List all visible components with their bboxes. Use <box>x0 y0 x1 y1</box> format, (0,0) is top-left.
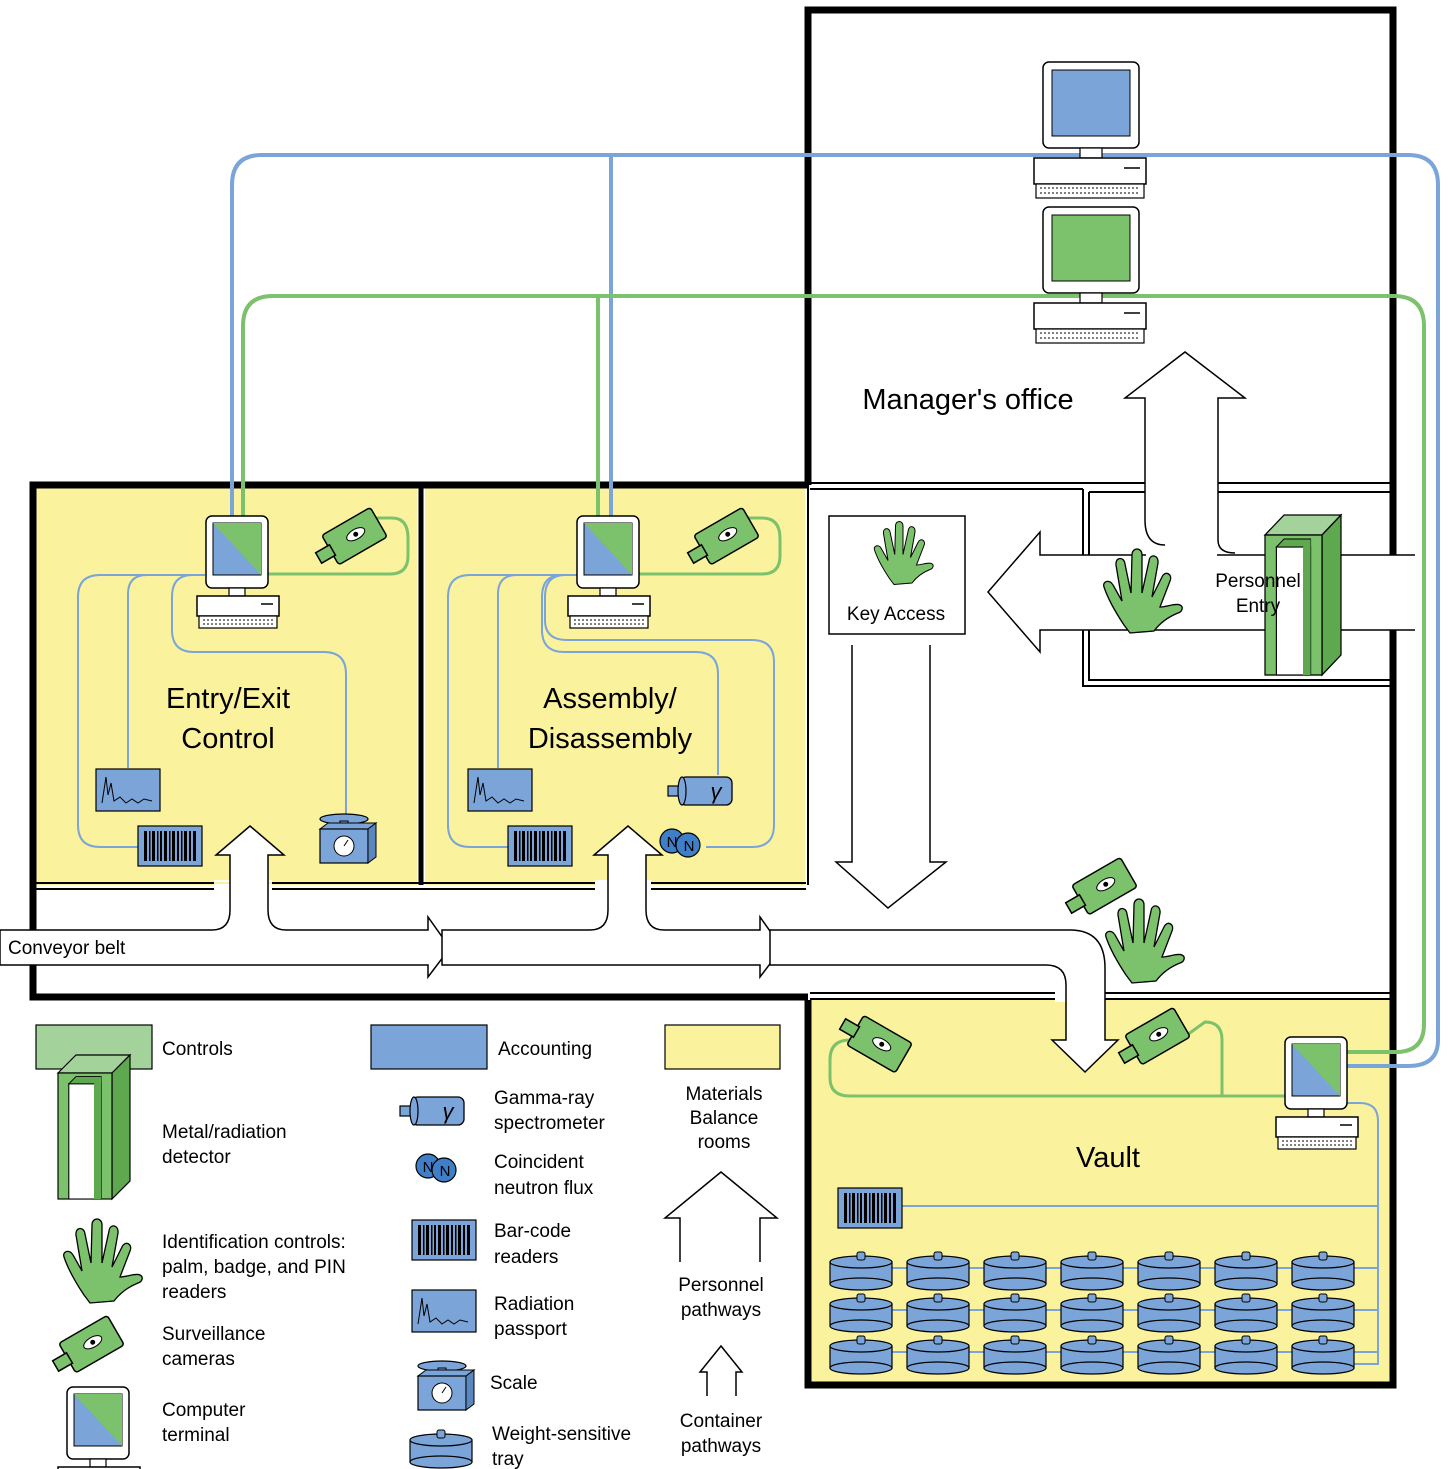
legend-ident-line3: readers <box>162 1282 226 1303</box>
personnel-entry-pathway <box>987 529 1415 655</box>
legend-tray-line2: tray <box>492 1449 524 1469</box>
conveyor-belt-label: Conveyor belt <box>8 938 126 959</box>
personnel-entry-label-line2: Entry <box>1236 596 1281 617</box>
vault-barcode-icon <box>837 1187 903 1229</box>
legend-neutron-icon: N N <box>415 1153 457 1183</box>
legend-surv-line2: cameras <box>162 1349 235 1370</box>
key-access-label: Key Access <box>847 604 945 625</box>
legend-cont-line2: pathways <box>681 1436 761 1457</box>
pathways <box>0 351 1415 1074</box>
legend-metal-line1: Metal/radiation <box>162 1122 287 1143</box>
vault-entry-camera-icon <box>1064 856 1138 916</box>
legend-hand-icon <box>63 1218 143 1304</box>
vault-entry-hand-reader-icon <box>1105 898 1185 984</box>
legend-surv-line1: Surveillance <box>162 1324 266 1345</box>
assembly-label-line2: Disassembly <box>528 723 693 755</box>
legend-ident-line1: Identification controls: <box>162 1232 346 1253</box>
svg-text:N: N <box>423 1159 434 1176</box>
conveyor-belt-segment-2 <box>441 825 783 980</box>
manager-accounting-terminal <box>1033 61 1147 199</box>
legend-accounting-label: Accounting <box>498 1039 592 1060</box>
legend-materials-balance-swatch <box>664 1024 781 1070</box>
manager-office-pathway <box>1122 351 1248 554</box>
legend-scale-label: Scale <box>490 1373 538 1394</box>
svg-text:N: N <box>440 1163 451 1180</box>
legend-ident-line2: palm, badge, and PIN <box>162 1257 346 1278</box>
legend-pers-line2: pathways <box>681 1300 761 1321</box>
conveyor-to-vault <box>769 929 1120 1074</box>
legend-controls-label: Controls <box>162 1039 233 1060</box>
legend-bar-line2: readers <box>494 1247 558 1268</box>
conveyor-belt-segment-1 <box>0 825 451 980</box>
legend-pers-line1: Personnel <box>678 1275 764 1296</box>
legend-scale-icon <box>417 1360 475 1411</box>
entry-exit-terminal <box>196 515 280 629</box>
svg-text:γ: γ <box>711 779 724 804</box>
legend-camera-icon <box>51 1314 125 1374</box>
entry-exit-barcode-icon <box>137 825 203 867</box>
legend-container-arrow <box>698 1344 744 1396</box>
assembly-label-line1: Assembly/ <box>543 683 678 715</box>
entry-exit-label-line2: Control <box>181 723 275 755</box>
vault-label: Vault <box>1076 1142 1140 1174</box>
personnel-entry-label-line1: Personnel <box>1215 571 1301 592</box>
assembly-terminal <box>567 515 651 629</box>
legend-cont-line1: Container <box>680 1411 763 1432</box>
entry-exit-label-line1: Entry/Exit <box>166 683 290 715</box>
legend-mb-line2: Balance <box>690 1108 759 1129</box>
legend-radiation-passport-icon <box>411 1289 477 1333</box>
legend-gamma-icon: γ <box>399 1096 465 1126</box>
svg-text:γ: γ <box>443 1099 456 1124</box>
svg-text:N: N <box>667 834 678 851</box>
legend-tray-icon <box>409 1429 473 1469</box>
legend-metal-line2: detector <box>162 1147 231 1168</box>
legend-comp-line2: terminal <box>162 1425 230 1446</box>
legend-neutron-line2: neutron flux <box>494 1178 594 1199</box>
assembly-radiation-passport-icon <box>467 768 533 812</box>
manager-office-label: Manager's office <box>862 384 1073 416</box>
key-access-pathway <box>834 645 949 909</box>
legend-personnel-arrow <box>662 1171 780 1262</box>
legend-comp-line1: Computer <box>162 1400 246 1421</box>
legend-mb-line1: Materials <box>685 1084 762 1105</box>
legend-computer-icon <box>57 1386 141 1469</box>
assembly-neutron-icon: N N <box>659 828 701 858</box>
legend-gamma-line2: spectrometer <box>494 1113 606 1134</box>
vault-terminal <box>1275 1036 1359 1150</box>
legend: Controls Accounting Materials Balance ro… <box>35 1024 781 1469</box>
manager-controls-terminal <box>1033 206 1147 344</box>
svg-text:N: N <box>684 838 695 855</box>
legend-rad-line2: passport <box>494 1319 568 1340</box>
legend-mb-line3: rooms <box>698 1132 751 1153</box>
vault-trays <box>829 1251 1355 1375</box>
legend-gamma-line1: Gamma-ray <box>494 1088 595 1109</box>
assembly-barcode-icon <box>507 825 573 867</box>
assembly-gamma-icon: γ <box>667 776 733 806</box>
legend-tray-line1: Weight-sensitive <box>492 1424 631 1445</box>
legend-rad-line1: Radiation <box>494 1294 574 1315</box>
legend-accounting-swatch <box>370 1024 488 1070</box>
legend-barcode-icon <box>411 1219 477 1261</box>
personnel-metal-detector <box>1264 514 1342 676</box>
legend-metal-detector-icon <box>57 1054 131 1200</box>
entry-exit-radiation-passport-icon <box>95 768 161 812</box>
legend-neutron-line1: Coincident <box>494 1152 584 1173</box>
legend-bar-line1: Bar-code <box>494 1221 571 1242</box>
